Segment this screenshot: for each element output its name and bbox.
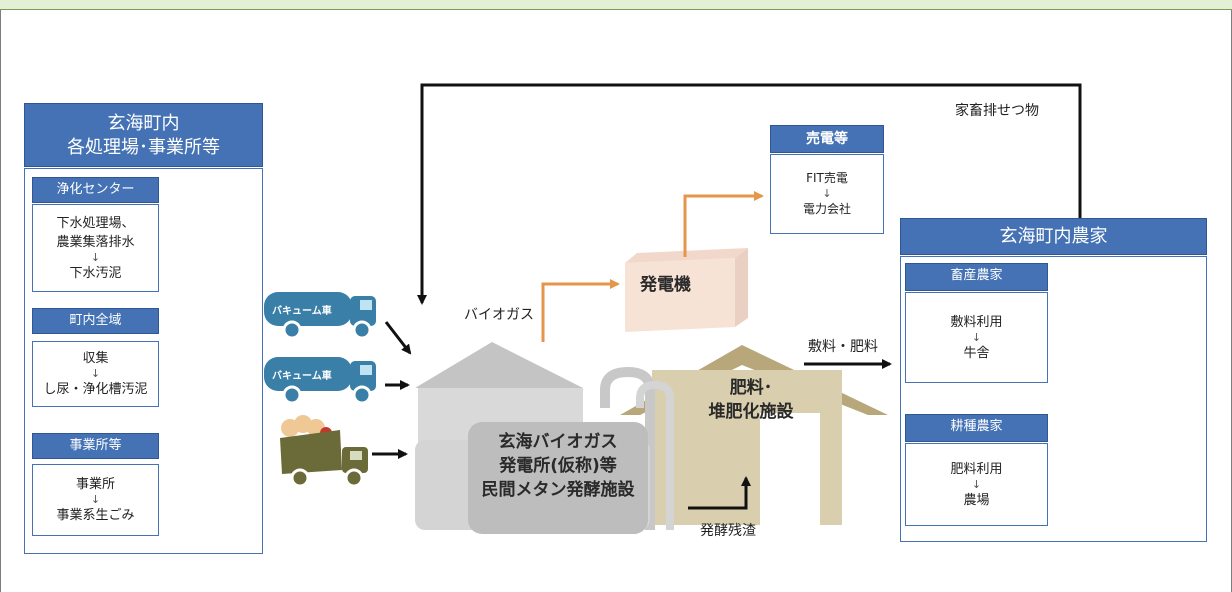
fertilizer-facility-label: 肥料･ 堆肥化施設 bbox=[696, 376, 806, 424]
residue-arrow bbox=[688, 476, 751, 510]
left-panel-title-line2: 各処理場･事業所等 bbox=[67, 137, 220, 158]
group-body-livestock: 敷料利用 ↓ 牛舎 bbox=[905, 292, 1048, 383]
group-body-whole-town: 収集 ↓ し尿・浄化槽汚泥 bbox=[32, 341, 159, 407]
group-head-livestock: 畜産農家 bbox=[905, 263, 1048, 291]
vacuum-truck-1-label: バキューム車 bbox=[272, 306, 332, 317]
power-sale-arrow-glyph: ↓ bbox=[822, 187, 832, 200]
livestock-arrow: ↓ bbox=[971, 330, 982, 344]
plant-label: 玄海バイオガス 発電所(仮称)等 民間メタン発酵施設 bbox=[470, 430, 646, 502]
group-head-business: 事業所等 bbox=[32, 433, 159, 459]
power-sale-arrow bbox=[683, 191, 764, 257]
town-line2: し尿・浄化槽汚泥 bbox=[43, 382, 148, 397]
treatment-line2: 農業集落排水 bbox=[56, 234, 135, 250]
generator-label: 発電機 bbox=[640, 275, 691, 295]
manure-return-arrow bbox=[417, 83, 1082, 305]
crop-arrow: ↓ bbox=[971, 477, 982, 491]
generator-box bbox=[625, 248, 748, 332]
power-sale-body: FIT売電 ↓ 電力会社 bbox=[770, 154, 884, 234]
town-line1: 収集 bbox=[82, 351, 109, 366]
biogas-plant-building bbox=[415, 342, 674, 534]
crop-line1: 肥料利用 bbox=[950, 461, 1003, 477]
group-head-whole-town: 町内全域 bbox=[32, 308, 159, 334]
group-body-business: 事業所 ↓ 事業系生ごみ bbox=[32, 464, 159, 536]
feed-fertilizer-label: 敷料・肥料 bbox=[808, 339, 878, 355]
fertilizer-facility-building bbox=[620, 345, 888, 525]
fertilizer-line2: 堆肥化施設 bbox=[708, 402, 794, 422]
power-sale-line1: FIT売電 bbox=[806, 171, 848, 185]
vacuum-truck-2-label: バキューム車 bbox=[272, 371, 332, 382]
business-line2: 事業系生ごみ bbox=[56, 508, 135, 523]
left-panel-title: 玄海町内 各処理場･事業所等 bbox=[24, 103, 263, 167]
biogas-arrow bbox=[541, 279, 620, 342]
residue-label: 発酵残渣 bbox=[700, 523, 756, 539]
livestock-line1: 敷料利用 bbox=[950, 314, 1003, 330]
left-panel-title-line1: 玄海町内 bbox=[107, 113, 180, 134]
treatment-line3: 下水汚泥 bbox=[69, 265, 122, 281]
vacuum-truck-1-icon bbox=[264, 292, 376, 340]
group-head-crop: 耕種農家 bbox=[905, 414, 1048, 442]
vacuum-truck-2-icon bbox=[264, 357, 376, 405]
plant-line2: 発電所(仮称)等 bbox=[499, 456, 617, 476]
input-arrow-1 bbox=[384, 321, 412, 355]
plant-line1: 玄海バイオガス bbox=[498, 432, 618, 452]
plant-line3: 民間メタン発酵施設 bbox=[481, 480, 635, 500]
business-line1: 事業所 bbox=[75, 477, 115, 492]
group-body-treatment-center: 下水処理場、 農業集落排水 ↓ 下水汚泥 bbox=[32, 204, 159, 292]
treatment-line1: 下水処理場、 bbox=[56, 215, 135, 231]
power-sale-line2: 電力会社 bbox=[802, 202, 851, 216]
fertilizer-line1: 肥料･ bbox=[729, 378, 773, 398]
manure-label: 家畜排せつ物 bbox=[955, 103, 1039, 119]
group-body-crop: 肥料利用 ↓ 農場 bbox=[905, 443, 1048, 526]
business-arrow: ↓ bbox=[90, 493, 101, 506]
town-arrow: ↓ bbox=[90, 367, 101, 380]
biogas-label: バイオガス bbox=[464, 307, 534, 323]
power-sale-head: 売電等 bbox=[770, 125, 884, 153]
top-banner bbox=[0, 0, 1232, 10]
livestock-line2: 牛舎 bbox=[963, 345, 990, 361]
crop-line2: 農場 bbox=[963, 492, 990, 508]
treatment-arrow: ↓ bbox=[90, 250, 101, 264]
group-head-treatment-center: 浄化センター bbox=[32, 177, 159, 203]
right-panel-title: 玄海町内農家 bbox=[900, 218, 1207, 255]
food-waste-truck-icon bbox=[280, 415, 368, 488]
